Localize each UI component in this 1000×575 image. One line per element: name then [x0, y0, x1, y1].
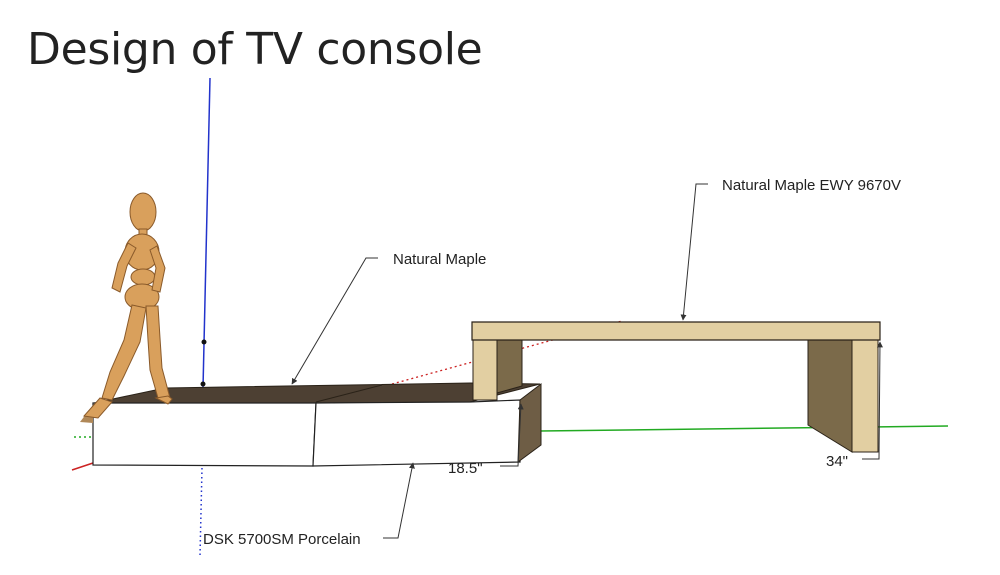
- axis-red: [71, 462, 94, 471]
- slide-title: Design of TV console: [27, 24, 483, 75]
- label-bench: Natural Maple EWY 9670V: [722, 177, 901, 194]
- base-front-right: [312, 399, 521, 467]
- callout-base: DSK 5700SM Porcelain: [203, 462, 415, 548]
- bench-leg-right-side: [807, 337, 853, 453]
- maple-bench: [471, 321, 881, 453]
- label-base-height: 18.5": [448, 460, 483, 477]
- mannequin-head: [129, 192, 157, 232]
- base-front-left: [92, 402, 317, 467]
- porcelain-base: [80, 382, 542, 467]
- axis-blue: [202, 77, 211, 389]
- model-axes: [71, 77, 949, 557]
- mannequin-figure: [83, 192, 173, 419]
- bench-back-leg-left: [496, 339, 523, 394]
- bench-leg-right: [851, 337, 879, 453]
- mannequin-leg: [145, 305, 171, 399]
- base-side: [517, 382, 542, 464]
- mannequin-arm: [111, 242, 137, 293]
- callout-bench: Natural Maple EWY 9670V: [680, 177, 901, 321]
- mannequin-arm: [149, 245, 166, 293]
- axis-green: [539, 425, 949, 432]
- label-base: DSK 5700SM Porcelain: [203, 531, 361, 548]
- dimension-base-height: 18.5": [448, 403, 524, 477]
- bench-leg-left: [472, 337, 498, 401]
- mannequin-leg: [101, 304, 147, 401]
- axis-blue-dotted: [199, 467, 203, 557]
- axis-marker: [200, 381, 206, 387]
- axis-marker: [201, 339, 207, 345]
- label-top-surface: Natural Maple: [393, 251, 486, 268]
- bench-top: [471, 321, 881, 341]
- dimension-bench-height: 34": [826, 341, 883, 470]
- label-bench-height: 34": [826, 453, 848, 470]
- mannequin-foot: [83, 397, 113, 419]
- callout-top-surface: Natural Maple: [291, 251, 486, 385]
